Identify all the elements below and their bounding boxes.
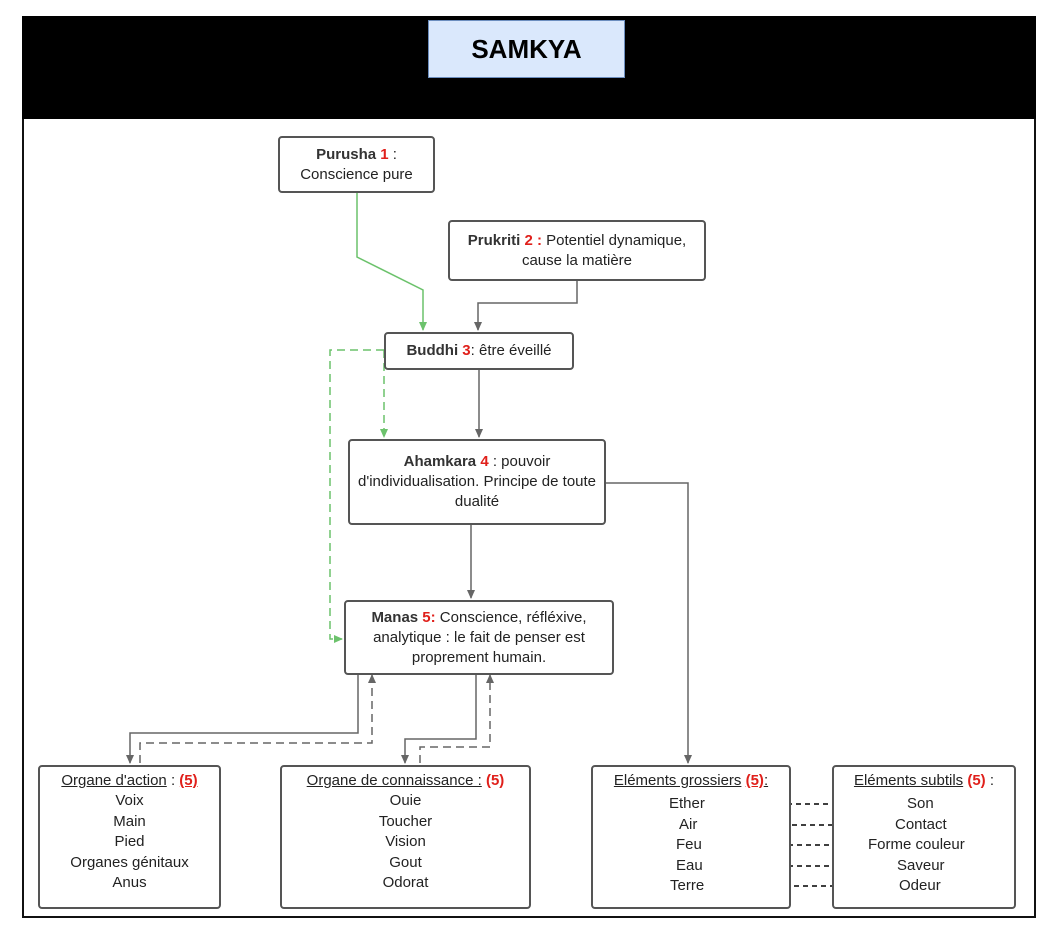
ahamkara-node: Ahamkara 4 : pouvoir d'individualisation…: [348, 439, 606, 525]
organe-connaissance-header: Organe de connaissance :: [306, 772, 482, 789]
list-item: Ouie: [389, 792, 422, 809]
buddhi-number: 3: [462, 342, 471, 359]
purusha-description: Conscience pure: [300, 165, 413, 183]
element-grossier-ether: Ether: [669, 795, 705, 812]
manas-number: 5:: [422, 608, 436, 626]
manas-description: Conscience, réfléxive, analytique : le f…: [373, 608, 587, 666]
buddhi-to-manas-dashed-connector: [329, 349, 384, 643]
buddhi-node: Buddhi 3: être éveillé: [384, 332, 574, 370]
purusha-separator: :: [388, 145, 397, 163]
prukriti-number: 2 :: [524, 231, 542, 249]
ahamkara-description: : pouvoir d'individualisation. Principe …: [358, 453, 597, 510]
prukriti-name: Prukriti: [467, 231, 521, 249]
element-subtil-contact: Contact: [895, 816, 947, 833]
purusha-number: 1: [380, 145, 389, 163]
buddhi-description: : être éveillé: [470, 342, 552, 359]
elements-subtils-count: (5): [967, 772, 986, 789]
organe-action-separator: :: [166, 772, 180, 789]
diagram-title: SAMKYA: [428, 20, 625, 78]
list-item: Organes génitaux: [70, 853, 189, 871]
element-subtil-odeur: Odeur: [899, 877, 941, 894]
organe-action-header: Organe d'action: [61, 772, 167, 789]
elements-subtils-suffix: :: [985, 772, 995, 789]
organe-action-count: (5): [179, 772, 198, 789]
elements-grossiers-header: Eléments grossiers: [613, 772, 742, 789]
manas-name: Manas: [371, 608, 419, 626]
list-item: Toucher: [378, 812, 433, 830]
elements-grossiers-count: (5): [745, 772, 764, 789]
element-grossier-eau: Eau: [676, 857, 703, 874]
element-subtil-son: Son: [907, 795, 934, 812]
list-item: Pied: [114, 833, 145, 850]
purusha-to-buddhi-connector: [356, 193, 427, 331]
element-subtil-forme-couleur: Forme couleur: [868, 836, 965, 853]
element-grossier-feu: Feu: [676, 836, 702, 853]
list-item: Vision: [385, 833, 426, 850]
buddhi-name: Buddhi: [406, 342, 459, 359]
organe-action-box: Organe d'action : (5) Voix Main Pied Org…: [38, 765, 221, 909]
ahamkara-to-elements-grossiers-connector: [606, 482, 692, 764]
purusha-name: Purusha: [316, 145, 377, 163]
list-item: Main: [113, 812, 146, 830]
organe-action-to-manas-connector: [139, 674, 376, 763]
list-item: Gout: [389, 853, 422, 871]
manas-to-organe-connaissance-connector: [401, 675, 477, 764]
organe-connaissance-count: (5): [485, 772, 505, 789]
organe-connaissance-box: Organe de connaissance : (5) Ouie Touche…: [280, 765, 531, 909]
list-item: Anus: [112, 874, 147, 891]
purusha-node: Purusha 1 : Conscience pure: [278, 136, 435, 193]
elements-grossiers-suffix: :: [763, 772, 769, 789]
element-subtil-saveur: Saveur: [897, 857, 945, 874]
organe-connaissance-to-manas-connector: [419, 674, 494, 763]
manas-node: Manas 5: Conscience, réfléxive, analytiq…: [344, 600, 614, 675]
prukriti-to-buddhi-connector: [474, 281, 578, 331]
elements-subtils-box: Eléments subtils (5) :: [832, 765, 1016, 909]
elements-subtils-header: Eléments subtils: [853, 772, 964, 789]
prukriti-node: Prukriti 2 : Potentiel dynamique, cause …: [448, 220, 706, 281]
manas-to-organe-action-connector: [126, 675, 359, 764]
ahamkara-number: 4: [480, 453, 489, 470]
list-item: Odorat: [382, 874, 429, 891]
element-grossier-air: Air: [679, 816, 698, 833]
element-grossier-terre: Terre: [670, 877, 705, 894]
ahamkara-name: Ahamkara: [403, 453, 477, 470]
prukriti-description: Potentiel dynamique, cause la matière: [521, 231, 687, 269]
elements-grossiers-box: Eléments grossiers (5):: [591, 765, 791, 909]
list-item: Voix: [115, 792, 144, 809]
